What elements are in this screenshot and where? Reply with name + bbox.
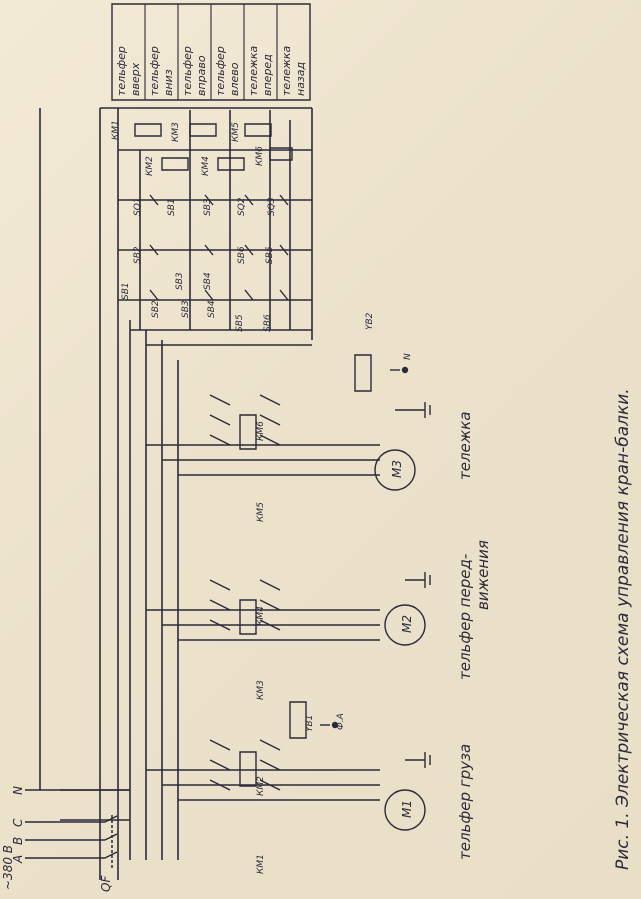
- phase-label-n: N: [11, 786, 25, 795]
- wiring: [40, 108, 380, 880]
- coil-label-km3: КМ3: [171, 122, 181, 142]
- legend-5-line-2: назад: [294, 62, 307, 96]
- legend-2-line-1: тельфер: [181, 46, 194, 96]
- switch-label-top-0: SQ1: [133, 197, 143, 216]
- coil-km1: [135, 124, 161, 136]
- motor-m2-caption-line-2: вижения: [474, 540, 492, 610]
- switch-label-mid-1: SB3: [175, 272, 185, 290]
- motor-m2-label: М2: [400, 615, 414, 633]
- phase-label-b: B: [11, 837, 25, 845]
- legend-1-line-1: тельфер: [148, 46, 161, 96]
- coil-label-km6: КМ6: [255, 146, 265, 166]
- contactor-label-km5: КМ5: [256, 502, 266, 522]
- breaker-label: QF: [99, 875, 113, 892]
- motor-m3-label: М3: [390, 460, 404, 478]
- coil-label-km1: КМ1: [111, 120, 121, 140]
- breaker-contacts: [105, 816, 117, 858]
- brake-yb2-box: [355, 355, 371, 391]
- coil-km3: [190, 124, 216, 136]
- contactor-label-km4: КМ4: [256, 606, 266, 626]
- coil-label-km5: КМ5: [231, 122, 241, 142]
- legend-0-line-1: тельфер: [115, 46, 128, 96]
- switch-label-mid-2: SB4: [203, 272, 213, 290]
- legend-4-line-2: вперед: [261, 54, 274, 96]
- motor-m1-caption: тельфер груза: [456, 744, 474, 860]
- contactor-label-km2: КМ2: [256, 776, 266, 796]
- direction-legend-table: тельфер вверх тельфер вниз тельфер вправ…: [112, 4, 310, 100]
- contactor-km2-box: [240, 752, 256, 786]
- phase-label-a: A: [11, 855, 25, 864]
- brake-label-yb2: YB2: [365, 312, 375, 330]
- motor-group-m1: М1 КМ2 КМ1 YB1 Ф.А тельфер груза: [210, 702, 474, 874]
- switch-label-top-4: SQ3: [267, 197, 277, 216]
- switch-label-bottom-1: SB2: [151, 300, 161, 318]
- coil-label-km2: КМ2: [145, 156, 155, 176]
- control-labels: КМ1 КМ2 КМ3 КМ4 КМ5 КМ6 SQ1 SB1 SB3 SQ2 …: [111, 120, 277, 332]
- motor-m3-symbol: [375, 450, 415, 490]
- coil-km4: [218, 158, 244, 170]
- coil-km2: [162, 158, 188, 170]
- brake-phase-label: Ф.А: [336, 713, 346, 730]
- legend-2-line-2: вправо: [195, 55, 208, 96]
- switch-label-top-2: SB3: [203, 198, 213, 216]
- switch-label-bottom-4: SB5: [235, 314, 245, 332]
- legend-3-line-1: тельфер: [214, 46, 227, 96]
- contactor-label-km3: КМ3: [256, 680, 266, 700]
- coil-km6: [270, 148, 292, 160]
- legend-5-line-1: тележка: [280, 45, 293, 96]
- brake-yb1-box: [290, 702, 306, 738]
- motor-group-m2: М2 КМ4 КМ3 тельфер перед- вижения: [210, 540, 492, 700]
- switch-label-bottom-0: SB1: [121, 282, 131, 300]
- phase-label-c: C: [11, 818, 25, 827]
- figure-caption: Рис. 1. Электрическая схема управления к…: [613, 388, 633, 870]
- contactor-label-km6: КМ6: [256, 421, 266, 441]
- contactor-km4-box: [240, 600, 256, 634]
- legend-1-line-2: вниз: [162, 69, 175, 96]
- motor-m2-symbol: [385, 605, 425, 645]
- supply-voltage: ~380 В: [1, 845, 15, 890]
- motor-m2-caption-line-1: тельфер перед-: [456, 554, 474, 680]
- brake-label-yb1: YB1: [305, 715, 315, 732]
- legend-0-line-2: вверх: [129, 62, 142, 96]
- contactor-km6-box: [240, 415, 256, 449]
- switch-label-top-3: SQ2: [237, 197, 247, 216]
- switch-label-bottom-3: SB4: [207, 300, 217, 318]
- switch-label-bottom-5: SB6: [263, 314, 273, 332]
- coil-label-km4: КМ4: [201, 156, 211, 176]
- switch-label-mid-3: SB6: [237, 246, 247, 264]
- contactor-label-km1: КМ1: [256, 854, 266, 874]
- switch-label-mid-0: SB2: [133, 246, 143, 264]
- motor-m1-label: М1: [400, 800, 414, 818]
- motor-m3-caption: тележка: [456, 411, 474, 480]
- motor-m1-symbol: [385, 790, 425, 830]
- legend-3-line-2: влево: [228, 62, 241, 96]
- control-circuit: [135, 124, 292, 300]
- power-supply: A B C N ~380 В QF: [1, 786, 130, 892]
- legend-4-line-1: тележка: [247, 45, 260, 96]
- switch-label-bottom-2: SB3: [181, 300, 191, 318]
- switch-label-top-1: SB1: [167, 198, 177, 216]
- motor-group-m3: М3 КМ6 КМ5 YB2 N тележка: [210, 312, 474, 522]
- switch-label-mid-4: SB5: [265, 246, 275, 264]
- brake-neutral-label: N: [403, 353, 413, 360]
- coil-km5: [245, 124, 271, 136]
